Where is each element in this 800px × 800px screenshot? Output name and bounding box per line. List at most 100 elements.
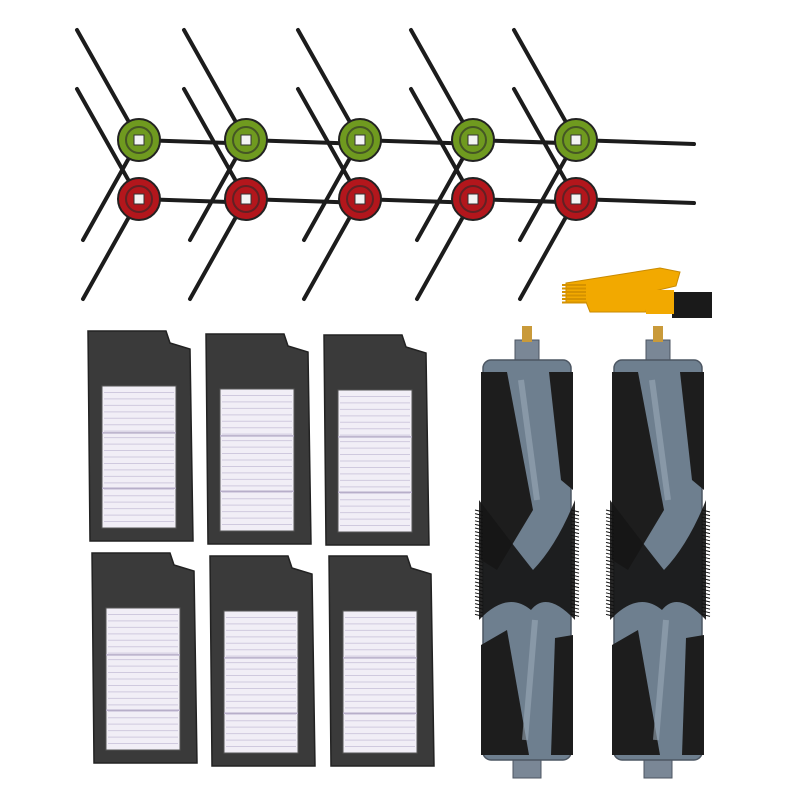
- hepa-filter-3: [323, 334, 430, 546]
- main-brush-bristle-strand: [474, 541, 484, 545]
- main-brush-bristle-strand: [605, 520, 615, 524]
- hepa-filter-set: [87, 330, 435, 767]
- side-brush-hub-ring: [125, 185, 153, 213]
- side-brush-hub-ring: [125, 126, 153, 154]
- main-brush-bristle-strand: [701, 531, 711, 535]
- side-brush-hub-ring: [459, 126, 487, 154]
- side-brush-hub-socket: [570, 134, 582, 146]
- main-brush-tip: [653, 326, 663, 342]
- main-brush-bristle-strand: [701, 520, 711, 524]
- main-brush-bristle-strand: [605, 516, 615, 520]
- main-brush-bristle-strand: [605, 538, 615, 542]
- main-brush-bristle-strand: [474, 570, 484, 574]
- main-brush-bristle-strand: [701, 574, 711, 578]
- main-brush-bristle-strand: [605, 563, 615, 567]
- cleaning-tool-bristles: [672, 292, 712, 318]
- side-brush-hub-ring: [562, 185, 590, 213]
- main-brush-bristle-strand: [474, 516, 484, 520]
- main-brush-bristle-strand: [570, 531, 580, 535]
- main-brush-bristle-strand: [570, 549, 580, 553]
- side-brush-hub-ring: [232, 185, 260, 213]
- main-brush-bristle-strand: [605, 531, 615, 535]
- main-brush-bristle-strand: [474, 599, 484, 603]
- main-brush-bristle-strand: [701, 545, 711, 549]
- main-brush-bristle-strand: [570, 513, 580, 517]
- main-brush-core-highlight: [649, 379, 671, 501]
- main-brush-bristle-strand: [605, 588, 615, 592]
- main-brush-bristle-strand: [701, 613, 711, 617]
- main-brush-bristle-strand: [605, 581, 615, 585]
- main-brush-bristle-strand: [701, 556, 711, 560]
- main-brush-end-cap: [643, 759, 673, 779]
- main-brush-bristle-strand: [474, 556, 484, 560]
- cleaning-tool-handle-end: [646, 290, 674, 314]
- side-brush-hub-socket: [354, 134, 366, 146]
- main-brush-bristle-strand: [474, 534, 484, 538]
- side-brush-hub-socket: [570, 193, 582, 205]
- main-brush-bristle-strand: [701, 595, 711, 599]
- hepa-filter-6: [328, 555, 435, 767]
- side-brush-hub-socket: [240, 193, 252, 205]
- main-brush-core-highlight: [653, 619, 669, 741]
- main-brush-bristle-strand: [474, 559, 484, 563]
- hepa-filter-2: [205, 333, 312, 545]
- main-brush-bristle-strand: [605, 552, 615, 556]
- main-brush-bristle-strand: [570, 563, 580, 567]
- main-brush-bristle-strand: [701, 592, 711, 596]
- main-brush-bristle-strand: [474, 523, 484, 527]
- main-brush-bristle-strand: [701, 513, 711, 517]
- main-brush-bristle-strand: [570, 567, 580, 571]
- main-brush-bristle-strand: [701, 606, 711, 610]
- side-brush-hub-ring: [346, 185, 374, 213]
- main-brush-bristle-strand: [474, 513, 484, 517]
- main-brush-bristle-strand: [605, 570, 615, 574]
- side-brush-hub-socket: [133, 193, 145, 205]
- main-brush-bristle-strand: [605, 585, 615, 589]
- main-brush-bristle-strand: [570, 570, 580, 574]
- main-brush-bristle-strand: [570, 603, 580, 607]
- main-brush-tip: [522, 326, 532, 342]
- main-brush-bristle-strand: [701, 559, 711, 563]
- main-brush-bristle-strand: [605, 592, 615, 596]
- main-brush-bristle-strand: [605, 610, 615, 614]
- main-brush-bristle-strand: [701, 570, 711, 574]
- main-brush-bristle-strand: [605, 527, 615, 531]
- main-brush-blade: [682, 635, 704, 755]
- side-brush-set: [75, 28, 696, 301]
- main-brush-bristle-strand: [570, 592, 580, 596]
- main-brush-bristle-strand: [570, 595, 580, 599]
- main-brush-bristle-strand: [474, 585, 484, 589]
- main-brush-bristle-strand: [570, 574, 580, 578]
- main-brush-blade: [680, 372, 704, 490]
- hepa-filter-5: [209, 555, 316, 767]
- main-brush-2: [605, 326, 711, 779]
- side-brush-hub-socket: [133, 134, 145, 146]
- main-brush-bristle-strand: [605, 541, 615, 545]
- side-brush-hub-ring: [459, 185, 487, 213]
- main-brush-bristle-strand: [570, 588, 580, 592]
- main-brush-bristle-strand: [701, 538, 711, 542]
- main-brush-bristle-strand: [605, 599, 615, 603]
- main-brush-bristle-strand: [570, 509, 580, 513]
- main-brush-bristle-strand: [570, 534, 580, 538]
- main-brush-bristle-strand: [701, 603, 711, 607]
- main-brush-bristle-strand: [570, 527, 580, 531]
- main-brush-bristle-strand: [474, 567, 484, 571]
- main-brush-bristle-strand: [701, 523, 711, 527]
- main-brush-bristle-strand: [701, 588, 711, 592]
- main-brush-bristle-strand: [474, 552, 484, 556]
- main-roller-brush-set: [474, 326, 711, 779]
- main-brush-bristle-strand: [605, 603, 615, 607]
- main-brush-bristle-strand: [701, 585, 711, 589]
- main-brush-blade: [551, 635, 573, 755]
- main-brush-bristle-strand: [570, 577, 580, 581]
- main-brush-bristle-strand: [605, 577, 615, 581]
- main-brush-blade: [549, 372, 573, 490]
- main-brush-bristle-strand: [605, 613, 615, 617]
- main-brush-bristle-strand: [474, 549, 484, 553]
- main-brush-bristle-strand: [474, 531, 484, 535]
- main-brush-blade: [612, 630, 660, 755]
- main-brush-bristle-strand: [474, 545, 484, 549]
- green-side-brush-3: [296, 28, 480, 242]
